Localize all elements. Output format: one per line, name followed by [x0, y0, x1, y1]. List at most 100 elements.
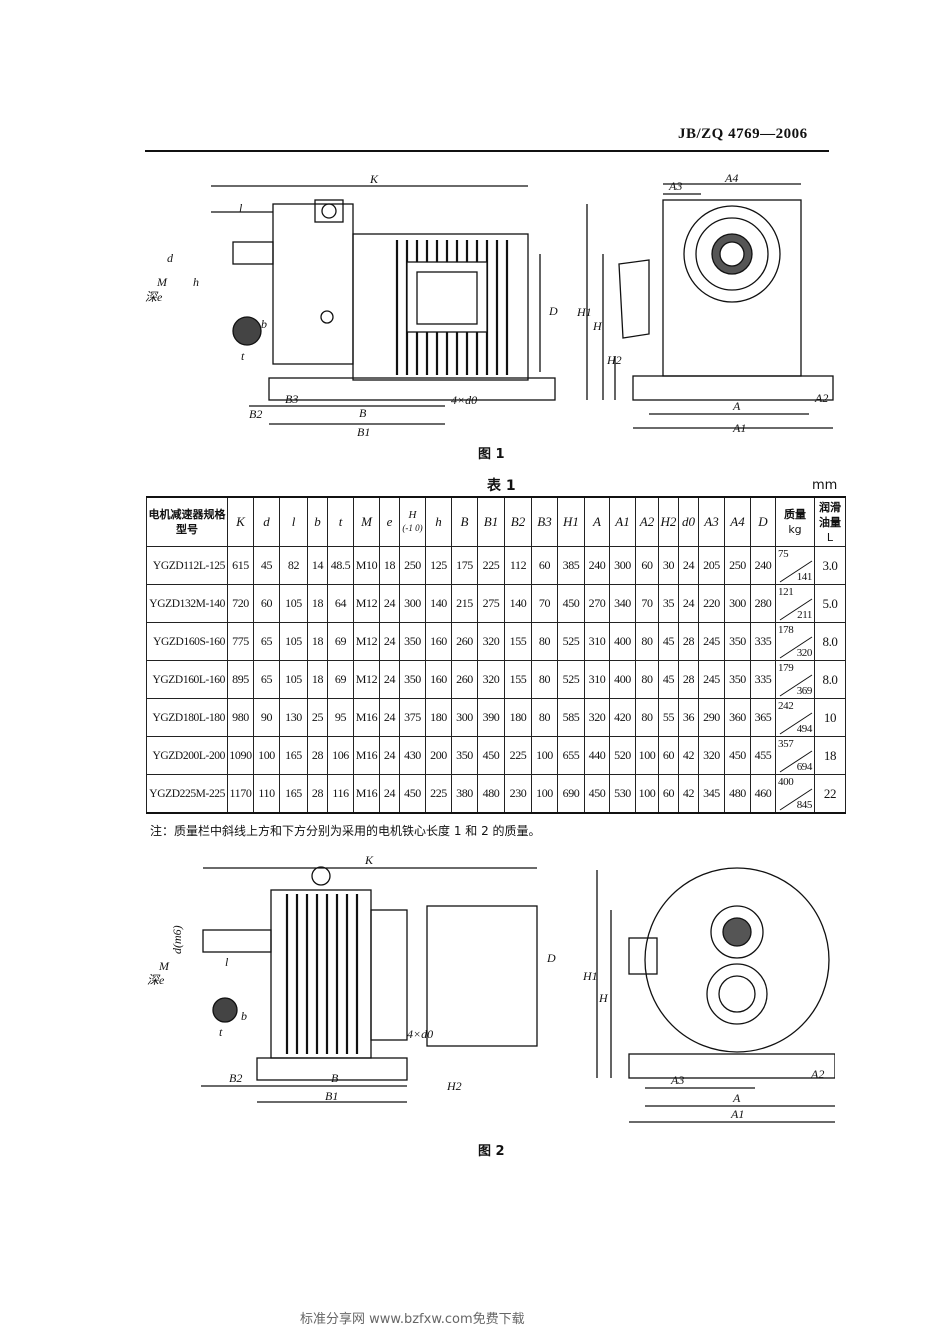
mass-diagonal [779, 636, 813, 659]
mass-length-1: 242 [778, 700, 794, 712]
cell-B2: 140 [504, 584, 532, 623]
svg-text:4×d0: 4×d0 [451, 393, 477, 407]
cell-H2: 60 [658, 736, 679, 775]
cell-A: 320 [584, 698, 610, 737]
svg-text:H: H [598, 991, 609, 1005]
cell-A2: 100 [635, 736, 659, 775]
header-t: t [327, 496, 354, 547]
cell-A2: 100 [635, 774, 659, 814]
cell-K: 895 [227, 660, 254, 699]
cell-A: 450 [584, 774, 610, 814]
cell-M: M12 [353, 584, 380, 623]
cell-H: 450 [399, 774, 426, 814]
svg-text:A3: A3 [670, 1073, 684, 1087]
cell-B2: 180 [504, 698, 532, 737]
cell-D: 455 [750, 736, 776, 775]
cell-t: 95 [327, 698, 354, 737]
cell-d: 65 [253, 622, 280, 661]
header-oil-unit: L [826, 530, 834, 544]
svg-text:D: D [546, 951, 556, 965]
cell-e: 24 [379, 660, 400, 699]
cell-model: YGZD132M-140 [146, 584, 228, 623]
cell-B: 300 [451, 698, 478, 737]
cell-H1: 525 [557, 660, 585, 699]
header-b: b [307, 496, 328, 547]
cell-A1: 420 [609, 698, 636, 737]
cell-d0: 24 [678, 584, 699, 623]
svg-text:A4: A4 [724, 171, 738, 185]
cell-e: 24 [379, 584, 400, 623]
cell-b: 14 [307, 546, 328, 585]
cell-B1: 320 [477, 622, 505, 661]
cell-h: 180 [425, 698, 452, 737]
cell-d0: 28 [678, 660, 699, 699]
cell-H1: 690 [557, 774, 585, 814]
cell-A: 270 [584, 584, 610, 623]
cell-B3: 80 [531, 698, 558, 737]
cell-A: 310 [584, 622, 610, 661]
cell-l: 105 [279, 660, 308, 699]
table-unit: mm [812, 478, 838, 493]
cell-A3: 320 [698, 736, 725, 775]
cell-t: 64 [327, 584, 354, 623]
svg-text:A: A [732, 399, 741, 413]
cell-t: 106 [327, 736, 354, 775]
cell-A1: 400 [609, 622, 636, 661]
cell-t: 116 [327, 774, 354, 814]
cell-h: 200 [425, 736, 452, 775]
cell-D: 365 [750, 698, 776, 737]
cell-K: 720 [227, 584, 254, 623]
cell-B1: 480 [477, 774, 505, 814]
cell-t: 69 [327, 622, 354, 661]
cell-H2: 45 [658, 622, 679, 661]
svg-text:t: t [241, 349, 245, 363]
cell-A1: 530 [609, 774, 636, 814]
cell-A1: 300 [609, 546, 636, 585]
svg-text:l: l [239, 201, 243, 215]
cell-A2: 80 [635, 660, 659, 699]
header-d: d [253, 496, 280, 547]
mass-length-1: 179 [778, 662, 794, 674]
svg-text:B1: B1 [325, 1089, 338, 1103]
cell-B2: 112 [504, 546, 532, 585]
svg-text:t: t [219, 1025, 223, 1039]
svg-text:B3: B3 [285, 392, 298, 406]
cell-D: 240 [750, 546, 776, 585]
mass-diagonal [779, 674, 813, 697]
mass-length-2: 369 [796, 685, 813, 697]
header-A1: A1 [609, 496, 636, 547]
cell-e: 24 [379, 736, 400, 775]
standard-number: JB/ZQ 4769—2006 [678, 126, 808, 142]
cell-b: 28 [307, 736, 328, 775]
cell-B3: 80 [531, 660, 558, 699]
cell-M: M12 [353, 622, 380, 661]
mass-length-2: 211 [797, 609, 812, 621]
cell-B2: 225 [504, 736, 532, 775]
cell-H1: 385 [557, 546, 585, 585]
figure-1-drawing: K l d M 深e h b t B2 B3 B B1 D H1 H H2 A3… [145, 171, 834, 439]
cell-d0: 42 [678, 736, 699, 775]
cell-t: 48.5 [327, 546, 354, 585]
cell-H: 375 [399, 698, 426, 737]
svg-text:深e: 深e [145, 290, 163, 304]
cell-B1: 450 [477, 736, 505, 775]
cell-oil: 3.0 [814, 546, 846, 585]
mass-diagonal [779, 598, 813, 621]
header-A4: A4 [724, 496, 751, 547]
cell-b: 25 [307, 698, 328, 737]
cell-B3: 80 [531, 622, 558, 661]
header-A: A [584, 496, 610, 547]
svg-text:H2: H2 [606, 353, 622, 367]
cell-D: 460 [750, 774, 776, 814]
cell-l: 105 [279, 622, 308, 661]
mass-length-2: 694 [796, 761, 813, 773]
cell-A: 240 [584, 546, 610, 585]
cell-B1: 390 [477, 698, 505, 737]
cell-A4: 300 [724, 584, 751, 623]
cell-A1: 400 [609, 660, 636, 699]
svg-text:B2: B2 [249, 407, 262, 421]
